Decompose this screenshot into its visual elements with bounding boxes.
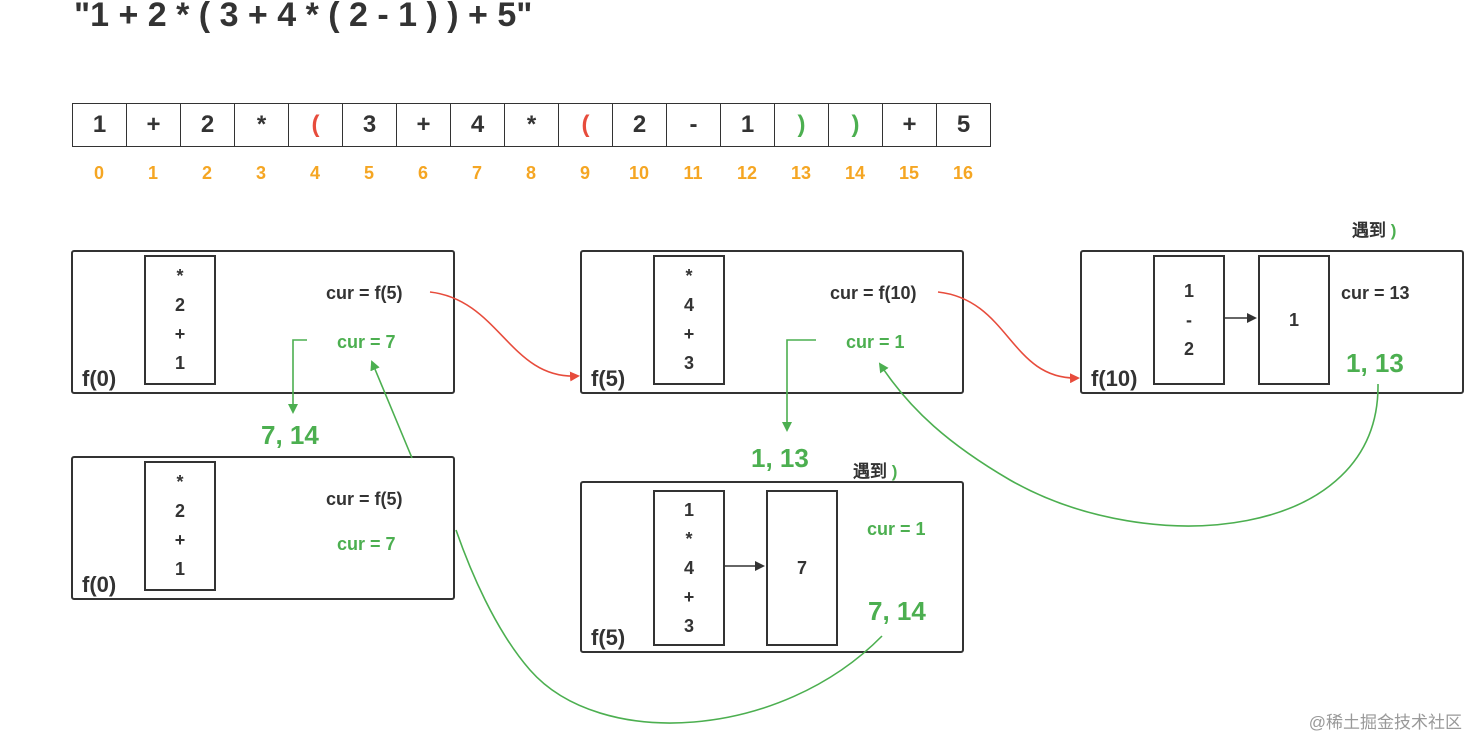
stack-item: +: [174, 324, 186, 344]
frame-name: f(5): [591, 366, 626, 391]
cur-call-label: cur = f(10): [830, 283, 917, 303]
index-label: 4: [309, 163, 321, 183]
return-label-to-f0: 7, 14: [261, 420, 319, 450]
frame-name: f(0): [82, 366, 117, 391]
stack-item: -: [1186, 309, 1192, 330]
token-cell: 3: [343, 103, 397, 147]
encounter-paren: ): [1390, 221, 1397, 240]
stack-item: +: [683, 586, 695, 607]
frame-f10: 1 - 2 1 cur = 13 1, 13 f(10): [1080, 250, 1464, 394]
token-cell: 4: [451, 103, 505, 147]
stack-item: 1: [174, 353, 185, 373]
index-label: 5: [363, 163, 375, 183]
token-cell: 1: [721, 103, 775, 147]
index-label: 1: [147, 163, 159, 183]
stack-item: 4: [683, 295, 694, 315]
token-strip: 1+2*(3+4*(2-1))+5: [72, 103, 991, 147]
token-cell: +: [127, 103, 181, 147]
stack-item: 1: [1183, 280, 1194, 301]
stack-item: *: [685, 528, 693, 549]
return-pair-label: 1, 13: [1346, 348, 1404, 378]
cur-result-label: cur = 1: [867, 519, 926, 539]
token-cell: (: [289, 103, 343, 147]
stack-item: 1: [683, 499, 694, 520]
result-box: 7: [766, 490, 838, 646]
frame-name: f(0): [82, 572, 117, 597]
stack-item: 2: [1183, 338, 1194, 359]
token-cell: 2: [181, 103, 235, 147]
index-label: 3: [255, 163, 267, 183]
index-label: 12: [736, 163, 758, 183]
stack-item: 2: [174, 501, 185, 521]
stack-item: 4: [683, 557, 694, 578]
cur-call-label: cur = f(5): [326, 489, 403, 509]
return-label-to-f5: 1, 13: [751, 443, 809, 473]
stack-item: 1: [174, 559, 185, 579]
token-cell: +: [883, 103, 937, 147]
index-label: 13: [790, 163, 812, 183]
stack-item: 3: [683, 353, 694, 373]
encounter-paren: ): [891, 462, 898, 481]
stack-item: 3: [683, 615, 694, 636]
index-label: 15: [898, 163, 920, 183]
frame-f0-top: * 2 + 1 cur = f(5) cur = 7 f(0): [71, 250, 455, 394]
index-label: 8: [525, 163, 537, 183]
encounter-label-f10: 遇到 ): [1352, 216, 1396, 241]
cur-result-label: cur = 7: [337, 332, 396, 352]
frame-name: f(5): [591, 625, 626, 650]
stack-f5-bottom: 1 * 4 + 3: [653, 490, 725, 646]
token-cell: -: [667, 103, 721, 147]
encounter-text: 遇到: [1352, 221, 1386, 240]
index-label: 7: [471, 163, 483, 183]
watermark: @稀土掘金技术社区: [1308, 713, 1462, 732]
stack-f0-bottom: * 2 + 1: [144, 461, 216, 591]
index-label: 6: [417, 163, 429, 183]
result-box: 1: [1258, 255, 1330, 385]
stack-item: *: [176, 266, 184, 286]
frame-f5-bottom: 1 * 4 + 3 7 cur = 1 7, 14 f(5): [580, 481, 964, 653]
token-cell: *: [235, 103, 289, 147]
index-label: 10: [628, 163, 650, 183]
index-label: 16: [952, 163, 974, 183]
cur-call-label: cur = f(5): [326, 283, 403, 303]
stack-item: *: [176, 472, 184, 492]
stack-f5-top: * 4 + 3: [653, 255, 725, 385]
encounter-label-f5: 遇到 ): [853, 457, 897, 482]
token-cell: *: [505, 103, 559, 147]
index-label: 11: [683, 163, 703, 183]
stack-item: +: [683, 324, 695, 344]
frame-name: f(10): [1091, 366, 1138, 391]
stack-f10: 1 - 2: [1153, 255, 1225, 385]
token-cell: +: [397, 103, 451, 147]
stack-item: +: [174, 530, 186, 550]
index-label: 9: [579, 163, 591, 183]
stack-f0-top: * 2 + 1: [144, 255, 216, 385]
index-label: 2: [201, 163, 213, 183]
frame-f0-bottom: * 2 + 1 cur = f(5) cur = 7 f(0): [71, 456, 455, 600]
encounter-text: 遇到: [853, 462, 887, 481]
token-cell: 1: [73, 103, 127, 147]
index-label: 14: [844, 163, 866, 183]
token-cell: 5: [937, 103, 991, 147]
stack-item: 2: [174, 295, 185, 315]
return-pair-label: 7, 14: [868, 596, 926, 626]
frame-f5-top: * 4 + 3 cur = f(10) cur = 1 f(5): [580, 250, 964, 394]
token-cell: ): [775, 103, 829, 147]
token-cell: 2: [613, 103, 667, 147]
cur-result-label: cur = 7: [337, 534, 396, 554]
stack-item: *: [685, 266, 693, 286]
index-label: 0: [93, 163, 105, 183]
token-cell: ): [829, 103, 883, 147]
expression-title: "1 + 2 * ( 3 + 4 * ( 2 - 1 ) ) + 5": [74, 0, 533, 34]
cur-label: cur = 13: [1341, 283, 1410, 303]
cur-result-label: cur = 1: [846, 332, 905, 352]
token-cell: (: [559, 103, 613, 147]
